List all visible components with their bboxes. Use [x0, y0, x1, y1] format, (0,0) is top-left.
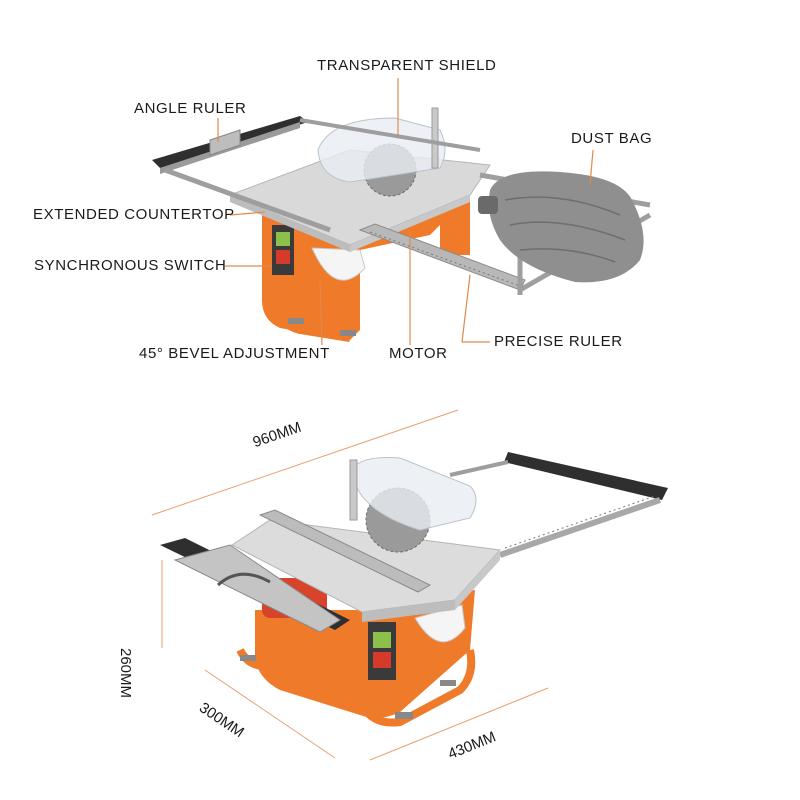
- callout-motor: MOTOR: [389, 345, 448, 362]
- top-saw-precise-ruler: [358, 223, 526, 291]
- callout-precise-ruler: PRECISE RULER: [494, 333, 623, 350]
- dimension-height: 260MM: [117, 648, 134, 699]
- callout-extended-countertop: EXTENDED COUNTERTOP: [33, 206, 235, 223]
- bottom-saw-shield: [351, 457, 477, 531]
- top-saw-frame: [262, 195, 470, 340]
- callout-dust-bag: DUST BAG: [571, 130, 653, 147]
- callout-synchronous-switch: SYNCHRONOUS SWITCH: [34, 257, 227, 274]
- bottom-table-saw: [160, 452, 668, 727]
- callout-angle-ruler: ANGLE RULER: [134, 100, 247, 117]
- top-table-saw: [152, 107, 652, 342]
- callout-bevel-adjustment: 45° BEVEL ADJUSTMENT: [139, 345, 330, 362]
- callout-transparent-shield: TRANSPARENT SHIELD: [317, 57, 497, 74]
- top-saw-bevel-dial: [311, 247, 366, 281]
- top-saw-dust-bag: [488, 171, 644, 283]
- leader-lines: [217, 78, 594, 346]
- dimension-lines: [151, 409, 549, 761]
